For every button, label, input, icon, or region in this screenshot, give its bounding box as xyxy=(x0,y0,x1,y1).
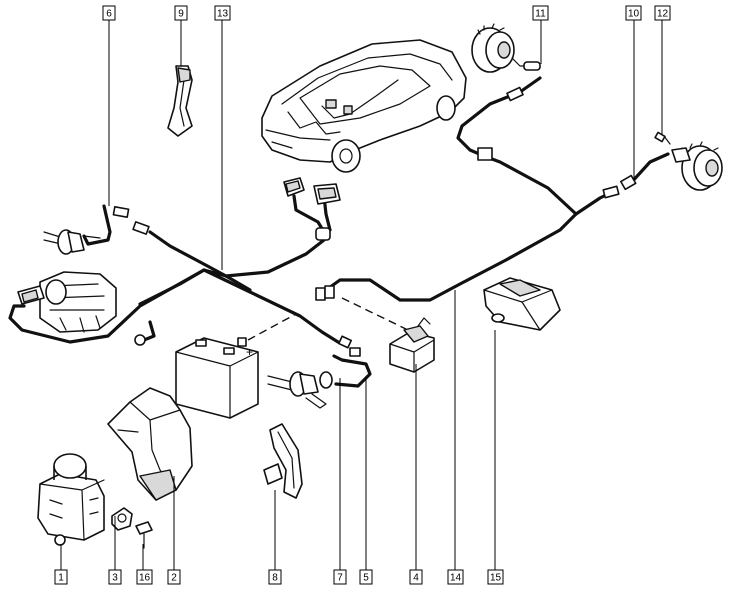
rear-left-hub xyxy=(654,131,723,191)
callout-1: 1 xyxy=(54,569,68,585)
callout-label: 13 xyxy=(217,9,229,20)
acceleration-sensor xyxy=(483,277,561,331)
callout-label: 6 xyxy=(106,9,112,20)
callout-label: 7 xyxy=(337,573,343,584)
callout-2: 2 xyxy=(167,569,181,585)
callout-label: 3 xyxy=(112,573,118,584)
bracket-8 xyxy=(263,423,303,499)
relay-connectors xyxy=(283,177,341,205)
connectors xyxy=(112,86,637,357)
callout-label: 11 xyxy=(535,9,546,20)
callout-label: 16 xyxy=(139,573,151,584)
callout-label: 8 xyxy=(272,573,278,584)
mounting-hardware xyxy=(111,507,153,549)
car-illustration xyxy=(261,39,467,173)
wiring-harness xyxy=(8,76,670,388)
battery: + xyxy=(175,337,259,419)
callout-label: 4 xyxy=(413,573,419,584)
front-right-wheel-sensor xyxy=(267,371,333,409)
callout-12: 12 xyxy=(654,5,671,21)
callout-label: 1 xyxy=(58,573,64,584)
rear-right-hub xyxy=(471,23,541,73)
callout-9: 9 xyxy=(174,5,188,21)
abs-ecu-with-bracket xyxy=(107,387,193,501)
callout-13: 13 xyxy=(214,5,231,21)
callout-11: 11 xyxy=(532,5,549,21)
callout-label: 9 xyxy=(178,9,184,20)
callout-label: 12 xyxy=(657,9,669,20)
battery-positive-symbol: + xyxy=(246,345,253,359)
callout-7: 7 xyxy=(333,569,347,585)
bracket-9 xyxy=(167,65,193,137)
callout-14: 14 xyxy=(447,569,464,585)
dashed-link-relay xyxy=(341,297,409,331)
callout-16: 16 xyxy=(136,569,153,585)
dashed-link-battery xyxy=(247,313,297,341)
callout-label: 5 xyxy=(363,573,369,584)
callout-label: 2 xyxy=(171,573,177,584)
abs-hydraulic-unit xyxy=(37,453,105,546)
callout-6: 6 xyxy=(102,5,116,21)
callout-label: 10 xyxy=(628,9,640,20)
callout-3: 3 xyxy=(108,569,122,585)
front-left-wheel-sensor xyxy=(43,229,101,255)
gearbox-assembly xyxy=(17,271,117,333)
callout-label: 14 xyxy=(450,573,462,584)
callout-10: 10 xyxy=(625,5,642,21)
callout-15: 15 xyxy=(487,569,504,585)
callout-8: 8 xyxy=(268,569,282,585)
callout-label: 15 xyxy=(490,573,502,584)
callout-leaders xyxy=(60,20,663,572)
callout-5: 5 xyxy=(359,569,373,585)
relay-holder xyxy=(389,317,435,373)
callout-4: 4 xyxy=(409,569,423,585)
